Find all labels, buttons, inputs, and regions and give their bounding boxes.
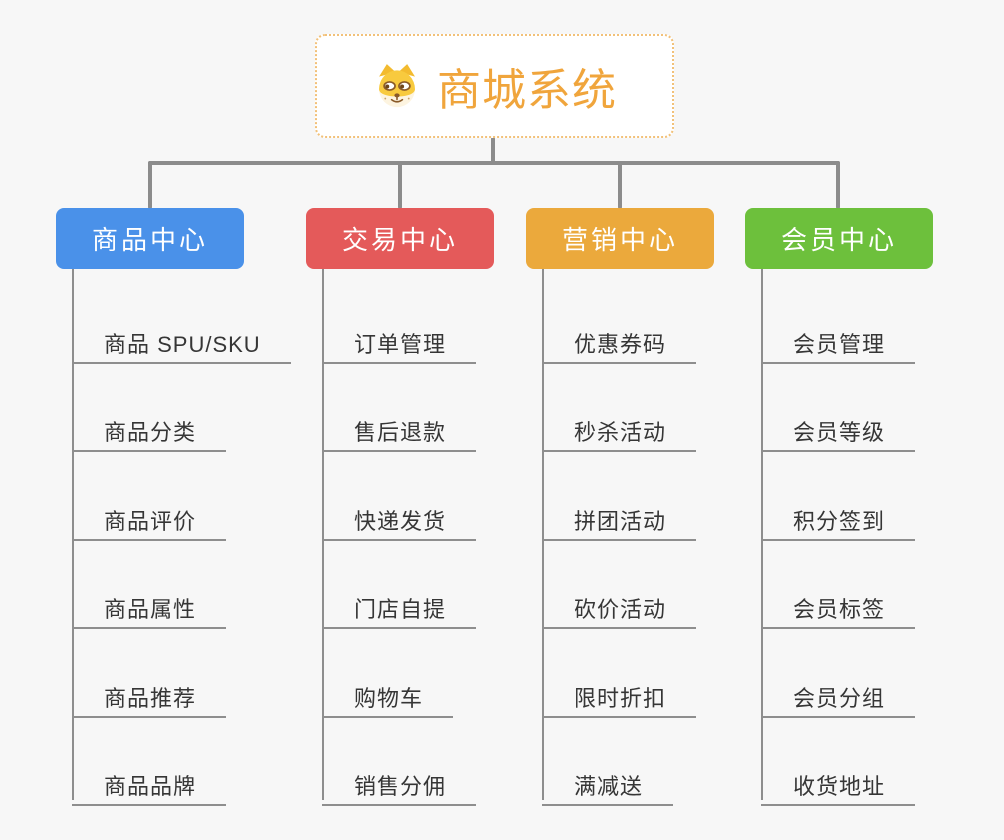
leaf-label: 商品分类 [104,420,197,445]
leaf-label: 秒杀活动 [574,420,667,445]
leaf-label: 收货地址 [793,774,886,799]
leaf-node[interactable]: 订单管理 [322,316,477,364]
leaf-node[interactable]: 会员管理 [761,316,916,364]
leaf-node[interactable]: 会员标签 [761,581,916,629]
branch-label: 营销中心 [561,225,678,255]
leaf-label: 拼团活动 [574,509,667,534]
leaf-label: 销售分佣 [354,774,447,799]
leaf-label: 快递发货 [354,509,447,534]
connector-branch-trade [398,161,402,209]
branch-node-marketing-center[interactable]: 营销中心 [526,208,714,269]
leaf-node[interactable]: 满减送 [542,758,674,806]
leaf-label: 砍价活动 [574,597,667,622]
root-node[interactable]: 商城系统 [315,34,674,138]
leaf-label: 会员标签 [793,597,886,622]
leaf-node[interactable]: 优惠券码 [542,316,697,364]
branch-spine-product [72,269,74,800]
leaf-label: 会员分组 [793,686,886,711]
leaf-label: 满减送 [574,774,644,799]
branch-node-member-center[interactable]: 会员中心 [745,208,933,269]
leaf-node[interactable]: 限时折扣 [542,670,697,718]
leaf-node[interactable]: 商品推荐 [72,670,227,718]
leaf-node[interactable]: 会员分组 [761,670,916,718]
branch-spine-member [761,269,763,800]
connector-branch-product [148,161,152,209]
leaf-label: 会员管理 [793,332,886,357]
leaf-node[interactable]: 商品评价 [72,493,227,541]
leaf-label: 商品推荐 [104,686,197,711]
leaf-label: 限时折扣 [574,686,667,711]
branch-node-trade-center[interactable]: 交易中心 [306,208,494,269]
leaf-label: 商品品牌 [104,774,197,799]
branch-label: 会员中心 [780,225,897,255]
connector-root-trunk [491,137,495,165]
leaf-label: 门店自提 [354,597,447,622]
branch-label: 交易中心 [341,225,458,255]
leaf-node[interactable]: 秒杀活动 [542,404,697,452]
leaf-label: 商品 SPU/SKU [104,332,261,357]
leaf-node[interactable]: 购物车 [322,670,454,718]
leaf-node[interactable]: 销售分佣 [322,758,477,806]
leaf-node[interactable]: 商品 SPU/SKU [72,316,291,364]
leaf-label: 优惠券码 [574,332,667,357]
leaf-node[interactable]: 商品分类 [72,404,227,452]
branch-spine-marketing [542,269,544,800]
leaf-label: 商品属性 [104,597,197,622]
leaf-label: 订单管理 [354,332,447,357]
dog-face-icon [379,64,415,108]
connector-branch-marketing [618,161,622,209]
connector-branch-member [836,161,840,209]
branch-node-product-center[interactable]: 商品中心 [56,208,244,269]
connector-horizontal-bar [148,161,840,165]
leaf-node[interactable]: 积分签到 [761,493,916,541]
leaf-node[interactable]: 收货地址 [761,758,916,806]
leaf-node[interactable]: 砍价活动 [542,581,697,629]
leaf-label: 售后退款 [354,420,447,445]
leaf-node[interactable]: 拼团活动 [542,493,697,541]
root-title: 商城系统 [437,66,617,115]
branch-label: 商品中心 [91,225,208,255]
leaf-node[interactable]: 商品品牌 [72,758,227,806]
leaf-label: 购物车 [354,686,424,711]
leaf-node[interactable]: 门店自提 [322,581,477,629]
leaf-node[interactable]: 会员等级 [761,404,916,452]
leaf-label: 会员等级 [793,420,886,445]
leaf-label: 商品评价 [104,509,197,534]
leaf-label: 积分签到 [793,509,886,534]
leaf-node[interactable]: 快递发货 [322,493,477,541]
leaf-node[interactable]: 商品属性 [72,581,227,629]
leaf-node[interactable]: 售后退款 [322,404,477,452]
branch-spine-trade [322,269,324,800]
